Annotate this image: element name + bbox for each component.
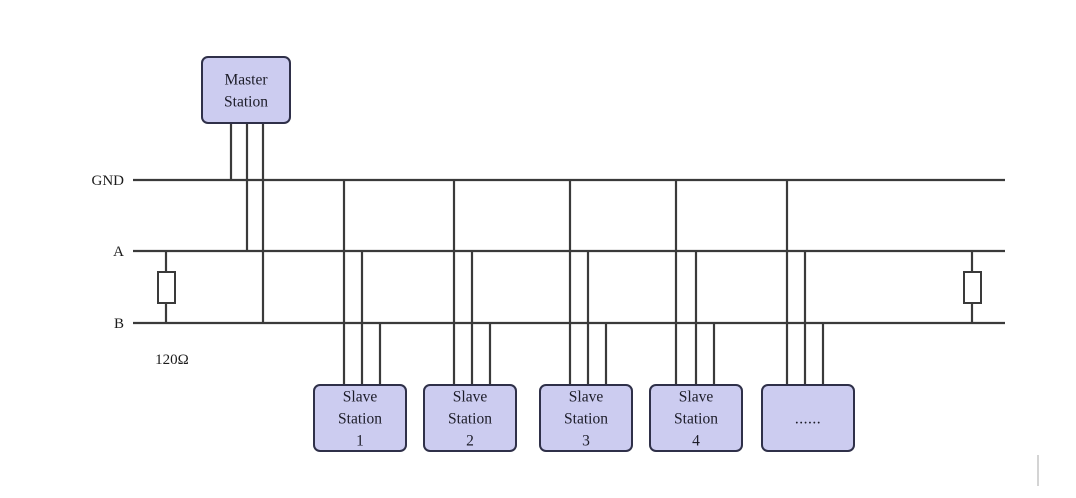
- master-station-label-1: Master: [224, 72, 268, 89]
- terminators-group: 120Ω: [155, 251, 982, 368]
- terminator-right-body: [963, 271, 982, 304]
- master-station-label-2: Station: [224, 94, 268, 111]
- slave-2-label-2: Station: [448, 411, 492, 428]
- slave-2-box[interactable]: [423, 384, 517, 452]
- slave-3-label-2: Station: [564, 411, 608, 428]
- slave-4-label-3: 4: [692, 433, 700, 450]
- slave-2-label-1: Slave: [453, 389, 488, 406]
- bus-label-b: B: [114, 316, 124, 332]
- slave-1-label-3: 1: [356, 433, 364, 450]
- slave-4-box[interactable]: [649, 384, 743, 452]
- bus-labels-group: GND A B: [92, 173, 125, 332]
- drop-lines-group: [229, 123, 825, 385]
- slave-1-box[interactable]: [313, 384, 407, 452]
- slave-more-label-1: ......: [795, 411, 821, 428]
- slave-2-label-3: 2: [466, 433, 474, 450]
- terminator-left-body: [157, 271, 176, 304]
- bus-label-gnd: GND: [92, 173, 125, 189]
- station-boxes-group: MasterStationSlaveStation1SlaveStation2S…: [201, 56, 855, 452]
- slave-more-box[interactable]: [761, 384, 855, 452]
- slave-3-label-3: 3: [582, 433, 590, 450]
- slave-4-label-1: Slave: [679, 389, 714, 406]
- slave-1-label-1: Slave: [343, 389, 378, 406]
- bus-label-a: A: [113, 244, 124, 260]
- terminator-left-label: 120Ω: [155, 352, 189, 368]
- slave-3-box[interactable]: [539, 384, 633, 452]
- master-station-box[interactable]: [201, 56, 291, 124]
- slave-3-label-1: Slave: [569, 389, 604, 406]
- slave-4-label-2: Station: [674, 411, 718, 428]
- slave-1-label-2: Station: [338, 411, 382, 428]
